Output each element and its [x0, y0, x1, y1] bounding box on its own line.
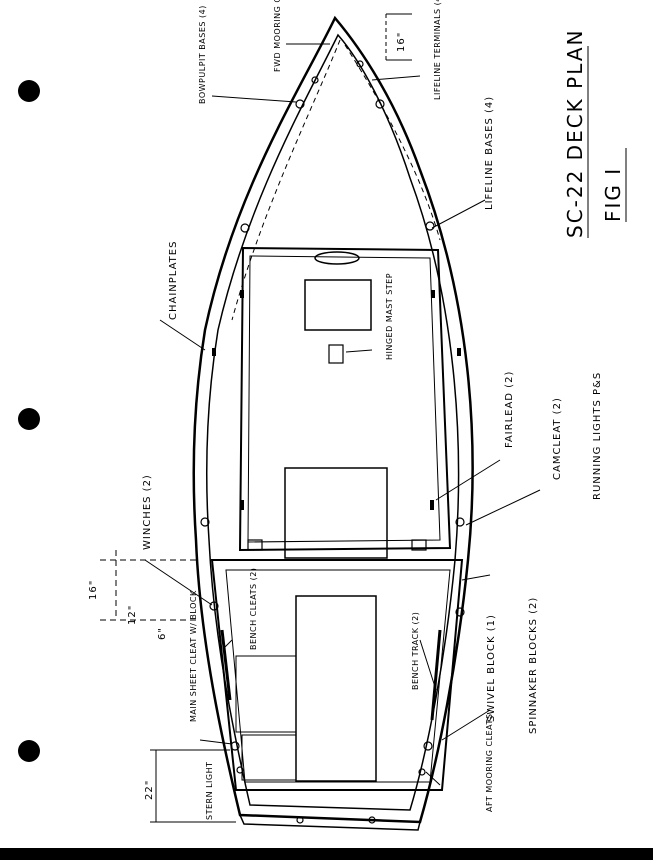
- label-chainplates: CHAINPLATES: [168, 241, 179, 320]
- fairlead-stbd: [430, 500, 434, 510]
- label-bench-cleats: BENCH CLEATS (2): [249, 568, 258, 650]
- cabin-inner: [247, 255, 441, 543]
- label-running-lights: RUNNING LIGHTS P&S: [592, 372, 603, 500]
- label-bowpulpit-bases: BOWPULPIT BASES (4): [198, 5, 207, 104]
- scan-edge-bar: [0, 848, 653, 860]
- hull-outline: [192, 15, 474, 824]
- dimension-22: 22": [144, 780, 155, 800]
- label-camcleat: CAMCLEAT (2): [552, 397, 563, 480]
- fairlead-port: [240, 500, 244, 510]
- bench-track-port: [220, 629, 232, 701]
- bench-left: [235, 655, 297, 733]
- camcleat-port: [247, 539, 263, 551]
- lifeline-starboard: [344, 44, 441, 241]
- bench-track-stbd: [430, 629, 442, 721]
- binder-hole-top: [18, 80, 40, 102]
- lifeline: [231, 39, 341, 321]
- label-lifeline-bases: LIFELINE BASES (4): [484, 96, 495, 210]
- forward-hatch: [314, 251, 360, 265]
- dimension-lines: [100, 13, 412, 823]
- cockpit-inner: [225, 569, 451, 783]
- cabin-top: [238, 246, 452, 552]
- cockpit-well: [295, 595, 377, 782]
- cockpit-outline: [210, 559, 464, 791]
- label-fairlead: FAIRLEAD (2): [504, 371, 515, 448]
- binder-hole-bottom: [18, 740, 40, 762]
- leader-lines: [144, 43, 541, 786]
- dimension-16-bow: 16": [396, 32, 407, 52]
- binder-hole-middle: [18, 408, 40, 430]
- label-winches: WINCHES (2): [142, 474, 153, 550]
- figure-number: FIG I: [601, 167, 625, 222]
- label-aft-mooring-cleats: AFT MOORING CLEATS: [485, 714, 494, 812]
- label-main-sheet-cleat: MAIN SHEET CLEAT W/ BLOCK: [189, 590, 198, 722]
- label-hinged-mast-step: HINGED MAST STEP: [385, 273, 394, 360]
- mast-step-small: [328, 344, 344, 364]
- dimension-16-left: 16": [88, 580, 99, 600]
- label-spinnaker-blocks: SPINNAKER BLOCKS (2): [528, 597, 539, 734]
- label-fwd-mooring-cleats: FWD MOORING CLEATS (2): [273, 0, 282, 72]
- deck-edge: [205, 33, 460, 811]
- dimension-6: 6": [157, 627, 168, 640]
- drawing-title: SC-22 DECK PLAN: [563, 29, 587, 238]
- transom: [238, 814, 421, 831]
- label-swivel-block: SWIVEL BLOCK (1): [486, 614, 497, 722]
- fittings: [200, 60, 465, 824]
- label-bench-track: BENCH TRACK (2): [411, 612, 420, 690]
- camcleat-stbd: [411, 539, 427, 551]
- label-lifeline-terminals: LIFELINE TERMINALS (4): [433, 0, 442, 100]
- label-stern-light: STERN LIGHT: [205, 761, 214, 820]
- bench-left-aft: [241, 734, 297, 781]
- chainplate-marks: [212, 290, 461, 356]
- main-hatch: [284, 467, 388, 559]
- dimension-12: 12": [127, 605, 138, 625]
- mast-step-plate: [304, 279, 372, 331]
